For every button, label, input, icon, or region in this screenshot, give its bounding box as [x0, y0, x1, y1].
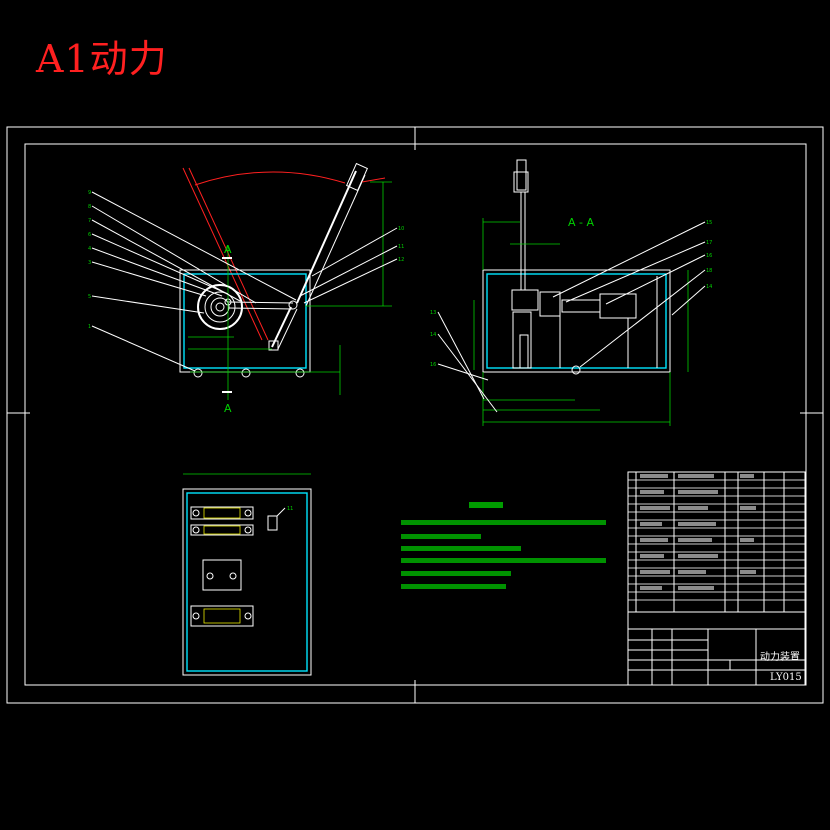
drawing-frame — [6, 126, 824, 704]
svg-text:18: 18 — [706, 268, 712, 274]
svg-text:8: 8 — [88, 204, 91, 210]
gear-wheel — [197, 284, 243, 330]
svg-text:16: 16 — [430, 362, 436, 368]
svg-text:4: 4 — [88, 246, 91, 252]
svg-text:15: 15 — [706, 220, 712, 226]
svg-text:14: 14 — [430, 332, 436, 338]
svg-text:5: 5 — [88, 294, 91, 300]
svg-text:7: 7 — [88, 218, 91, 224]
title-block: 动力装置 LY015 — [627, 611, 806, 686]
svg-text:6: 6 — [88, 232, 91, 238]
svg-text:10: 10 — [398, 226, 404, 232]
technical-notes — [401, 502, 606, 589]
drawing-code: LY015 — [770, 672, 802, 683]
section-label-top: A — [224, 243, 232, 256]
svg-text:13: 13 — [430, 310, 436, 316]
plan-view: 11 — [182, 473, 312, 676]
swing-arc — [194, 171, 346, 186]
front-view — [91, 162, 398, 400]
section-view: A - A — [437, 159, 706, 426]
svg-text:14: 14 — [706, 284, 712, 290]
svg-text:17: 17 — [706, 240, 712, 246]
svg-text:11: 11 — [287, 506, 293, 512]
svg-text:9: 9 — [88, 190, 91, 196]
cabinet-wall — [183, 273, 307, 369]
section-label-bottom: A — [224, 402, 232, 415]
drawing-name: 动力装置 — [760, 650, 800, 663]
svg-text:12: 12 — [398, 257, 404, 263]
svg-text:1: 1 — [88, 324, 91, 330]
svg-text:11: 11 — [398, 244, 404, 250]
cabinet-outline — [179, 269, 311, 373]
section-view-title: A - A — [568, 216, 594, 229]
balloons-section: 15 17 16 18 14 13 14 16 — [430, 220, 712, 368]
balloons-front: 9 8 7 6 4 3 5 1 10 11 12 A A — [88, 190, 404, 415]
svg-text:3: 3 — [88, 260, 91, 266]
sheet-title: A1动力 — [36, 37, 168, 81]
parts-list — [627, 471, 806, 613]
svg-text:16: 16 — [706, 253, 712, 259]
